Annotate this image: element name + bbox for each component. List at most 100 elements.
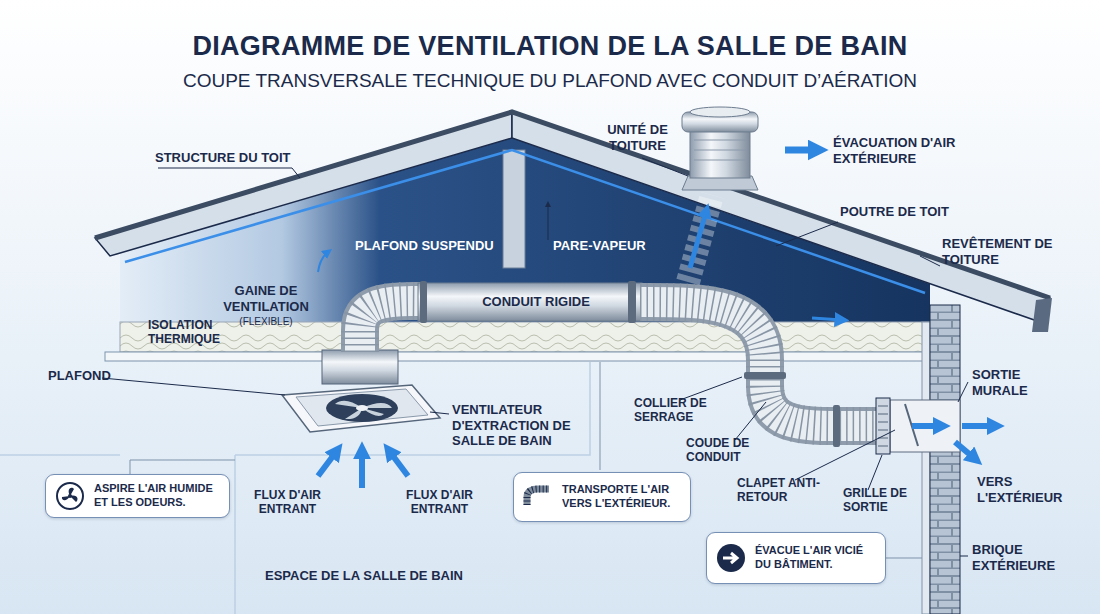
exhaust-fan-part <box>335 401 392 419</box>
clamps-part <box>833 405 840 447</box>
exhaust-fan-part <box>326 394 398 422</box>
callout-icon-part-part <box>527 489 549 505</box>
callout-icon-part <box>715 542 747 574</box>
callout-text: TRANSPORTE L'AIR VERS L'EXTÉRIEUR. <box>562 483 682 511</box>
ceiling <box>105 352 930 361</box>
roof-unit-part <box>694 140 746 160</box>
callout-box: ÉVACUE L'AIR VICIÉ DU BÂTIMENT. <box>706 532 886 584</box>
leader-lines-part <box>735 402 766 440</box>
flexible-duct-part <box>360 301 420 352</box>
leader-lines-part <box>920 256 940 266</box>
callout-box: TRANSPORTE L'AIR VERS L'EXTÉRIEUR. <box>513 472 691 522</box>
exhaust-fan-part <box>296 389 428 426</box>
exhaust-fan-part <box>356 405 368 411</box>
roof-structure-part <box>95 112 1050 298</box>
airflow-arrows-part <box>359 452 365 488</box>
callout-icon-part-part <box>527 489 549 505</box>
riser-airflow-part <box>688 195 712 282</box>
callout-text: ÉVACUE L'AIR VICIÉ DU BÂTIMENT. <box>755 544 877 572</box>
part-label: COUDE DE CONDUIT <box>686 436 778 465</box>
leader-lines-part <box>130 460 235 474</box>
wall-outlet <box>876 398 960 454</box>
part-label: VENTILATEUR D'EXTRACTION DE SALLE DE BAI… <box>452 402 594 449</box>
room-lines-part <box>235 362 590 614</box>
leader-lines <box>102 158 968 558</box>
brick-wall <box>930 305 960 614</box>
airflow-arrows-part <box>318 452 336 476</box>
roof-structure <box>95 112 1052 332</box>
airflow-arrows-part <box>785 147 816 154</box>
roof-structure-part <box>1032 298 1052 332</box>
roof-unit-part <box>690 128 750 178</box>
room-lines-part <box>0 454 120 456</box>
roof-unit-part <box>690 107 750 117</box>
leader-lines-part <box>886 558 922 559</box>
rigid-duct <box>418 283 642 321</box>
callout-icon-part <box>522 481 554 513</box>
leader-lines-part <box>776 222 838 246</box>
part-label: PLAFOND SUSPENDU <box>355 238 515 254</box>
part-label: POUTRE DE TOIT <box>840 204 1000 220</box>
riser-airflow <box>688 195 712 282</box>
leader-lines-part <box>548 204 549 240</box>
riser-airflow-part <box>690 212 706 268</box>
part-label: ISOLATION THERMIQUE <box>148 318 258 347</box>
callout-text-group: TRANSPORTE L'AIR VERS L'EXTÉRIEUR. <box>562 483 682 511</box>
leader-lines-part <box>960 556 968 557</box>
subtitle: COUPE TRANSVERSALE TECHNIQUE DU PLAFOND … <box>150 70 950 93</box>
exhaust-fan <box>282 350 440 432</box>
leader-lines-part <box>102 378 285 395</box>
leader-lines-part <box>642 158 688 176</box>
callout-text: ASPIRE L'AIR HUMIDE ET LES ODEURS. <box>94 482 221 510</box>
callout-icon <box>54 480 86 512</box>
part-label: COLLIER DE SERRAGE <box>634 396 734 425</box>
part-label: BRIQUE EXTÉRIEURE <box>972 542 1082 573</box>
airflow-arrows-part <box>962 423 994 429</box>
callout-icon-part-part <box>68 494 72 498</box>
clamps-part <box>744 372 786 379</box>
airflow-label: FLUX D'AIR ENTRANT <box>392 488 487 517</box>
flexible-duct-part <box>360 301 420 352</box>
space-label: ESPACE DE LA SALLE DE BAIN <box>265 568 525 584</box>
leader-lines-part <box>795 430 895 480</box>
part-label: SORTIE MURALE <box>972 367 1057 398</box>
interior-wall <box>922 322 930 614</box>
airflow-label: FLUX D'AIR ENTRANT <box>240 488 335 517</box>
clamps-part <box>628 281 636 323</box>
callout-icon-part-part <box>723 553 737 563</box>
ridge-beam <box>503 150 525 268</box>
part-label: GAINE DE VENTILATION <box>210 283 322 314</box>
callout-icon <box>522 481 554 513</box>
part-label: PARE-VAPEUR <box>553 238 673 254</box>
airflow-arrows-part <box>912 423 940 429</box>
part-label: REVÊTEMENT DE TOITURE <box>942 236 1062 267</box>
leader-lines-part <box>600 362 601 470</box>
airflow-arrows-part <box>318 252 328 272</box>
airflow-arrows-part <box>390 452 408 476</box>
callout-text-group: ASPIRE L'AIR HUMIDE ET LES ODEURS. <box>94 482 221 510</box>
callout-icon <box>715 542 747 574</box>
callout-text-group: ÉVACUE L'AIR VICIÉ DU BÂTIMENT. <box>755 544 877 572</box>
flexible-duct-part <box>360 301 420 352</box>
room-lines <box>0 362 590 614</box>
callout-icon-part <box>54 480 86 512</box>
leader-lines-part <box>430 412 449 414</box>
leader-lines-part <box>958 382 968 402</box>
airflow-arrows <box>318 150 994 488</box>
clamps-part <box>420 281 427 323</box>
wall-outlet-part <box>876 398 890 454</box>
leader-lines-part <box>868 455 882 490</box>
part-label: ÉVACUATION D'AIR EXTÉRIEURE <box>833 135 981 166</box>
callout-box: ASPIRE L'AIR HUMIDE ET LES ODEURS. <box>45 474 230 518</box>
diagram-title: DIAGRAMME DE VENTILATION DE LA SALLE DE … <box>0 30 1100 62</box>
part-label: CLAPET ANTI-RETOUR <box>737 476 845 505</box>
airflow-arrows-part <box>812 318 842 320</box>
callout-icon-part-part <box>57 483 83 509</box>
exhaust-fan-part <box>322 350 398 384</box>
airflow-arrows-part <box>955 442 974 458</box>
callout-icon-part-part <box>62 488 78 502</box>
part-label: PLAFOND <box>48 368 138 384</box>
part-label: VERS L'EXTÉRIEUR <box>977 474 1082 505</box>
